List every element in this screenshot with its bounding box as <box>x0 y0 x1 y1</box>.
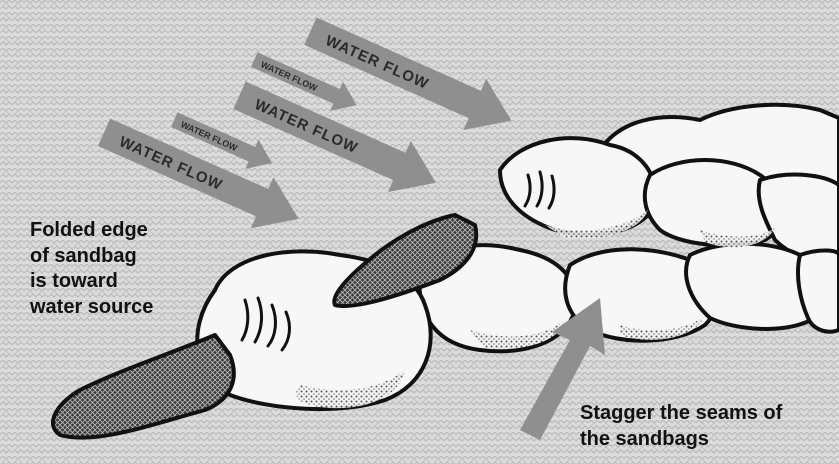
stagger-note-line-1: Stagger the seams of <box>580 401 782 427</box>
stagger-note-line-2: the sandbags <box>580 427 782 453</box>
folded-edge-note-line-4: water source <box>30 295 153 321</box>
folded-edge-note-line-1: Folded edge <box>30 218 153 244</box>
folded-edge-note-line-3: is toward <box>30 269 153 295</box>
folded-edge-note-line-2: of sandbag <box>30 244 153 270</box>
stagger-note: Stagger the seams of the sandbags <box>580 401 782 452</box>
folded-edge-note: Folded edge of sandbag is toward water s… <box>30 218 153 320</box>
